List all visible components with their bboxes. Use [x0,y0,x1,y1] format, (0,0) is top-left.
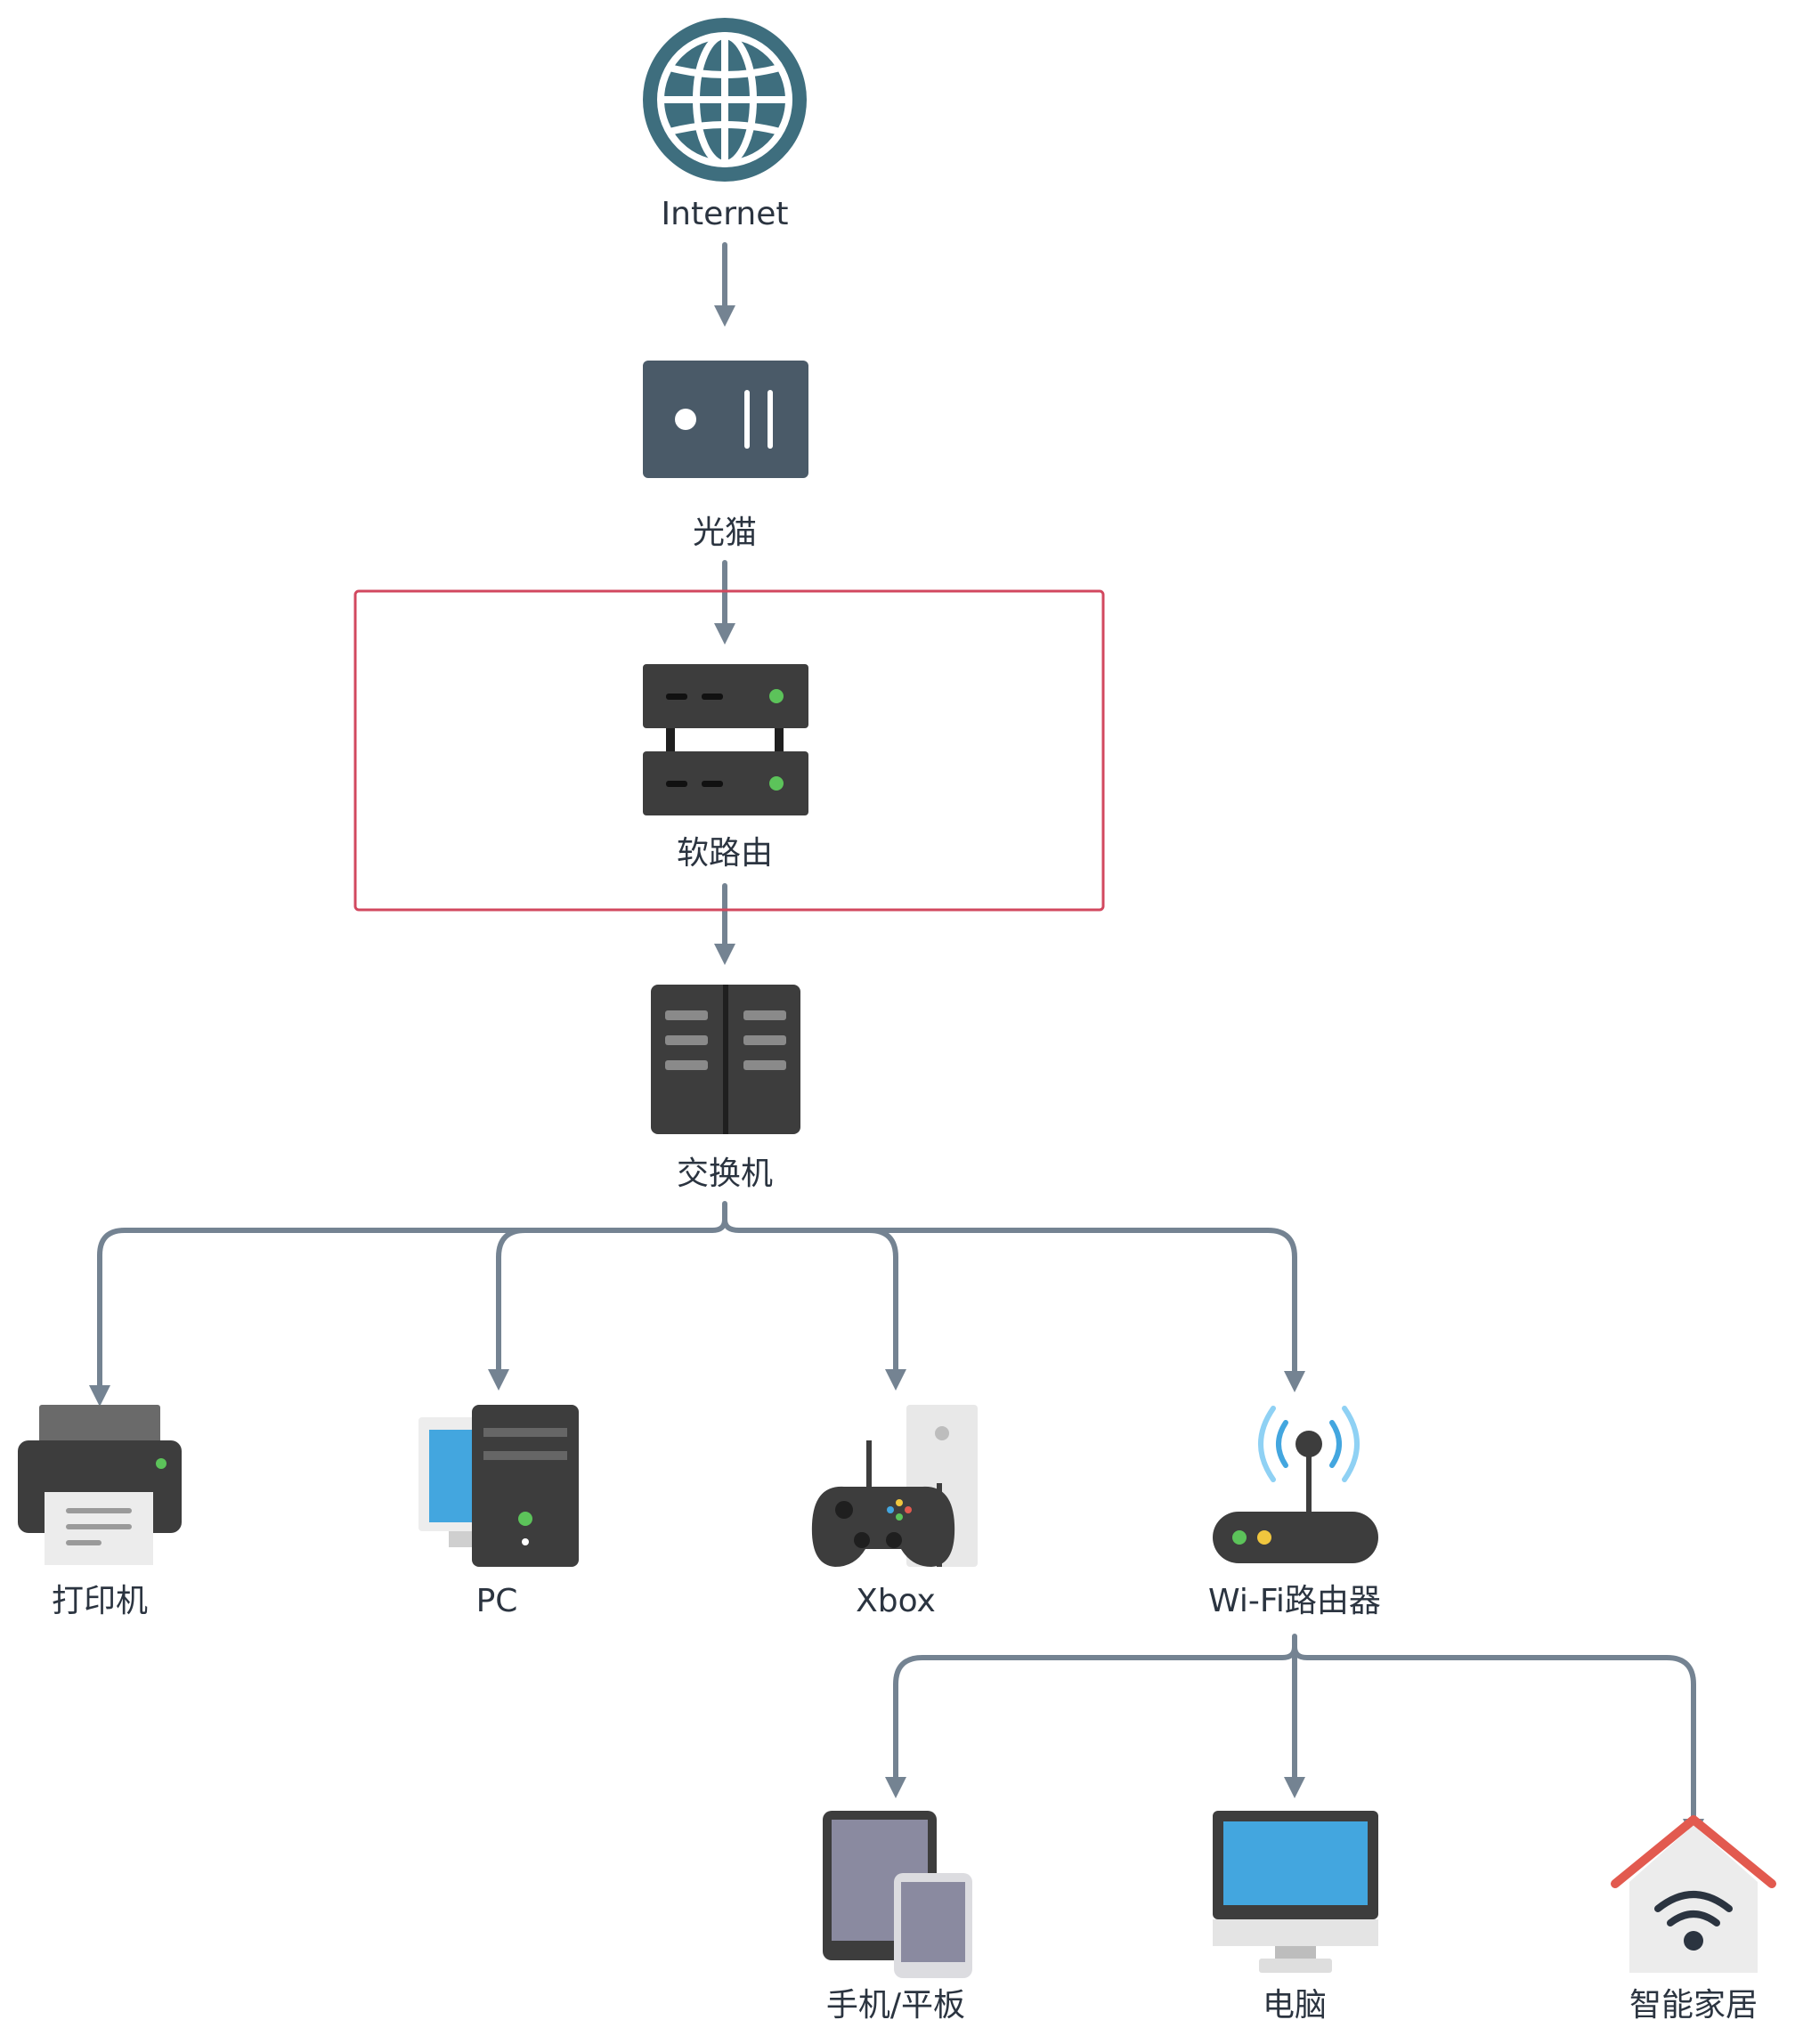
globe-icon [643,18,807,182]
edge-wifi-smarthome [1292,1644,1704,1840]
node-pc: PC [418,1405,579,1619]
soft-router-label: 软路由 [677,835,773,872]
switch-label: 交换机 [677,1156,773,1192]
pc-icon [418,1405,579,1567]
computer-label: 电脑 [1263,1987,1327,2024]
soft-router-icon [643,664,808,815]
soft-router-highlight-frame [353,589,1105,912]
xbox-label: Xbox [856,1583,936,1619]
edge-switch-wifi [866,1228,1305,1392]
edge-switch-pc [488,1228,528,1391]
wifi-router-icon [1213,1406,1378,1563]
pc-label: PC [476,1583,518,1619]
computer-icon [1213,1811,1378,1973]
node-soft-router: 软路由 [643,664,808,872]
node-smart-home: 智能家居 [1611,1815,1776,2024]
printer-icon [18,1405,182,1565]
switch-icon [651,985,800,1134]
node-switch: 交换机 [651,985,800,1192]
node-internet: Internet [643,18,807,232]
bus-wifi [885,1634,1297,1798]
node-xbox: Xbox [811,1405,978,1619]
connectors [89,242,1704,1840]
smart-home-icon [1611,1815,1776,1973]
xbox-icon [811,1405,978,1567]
smart-home-label: 智能家居 [1629,1987,1758,2024]
node-modem: 光猫 [643,361,808,551]
bus-switch [89,1201,727,1407]
node-phone-tablet: 手机/平板 [823,1811,972,2024]
wifi-router-label: Wi-Fi路由器 [1208,1583,1381,1619]
node-computer: 电脑 [1213,1811,1378,2024]
internet-label: Internet [662,196,789,232]
phone-tablet-icon [823,1811,972,1978]
node-wifi-router: Wi-Fi路由器 [1208,1406,1381,1619]
modem-label: 光猫 [693,515,757,551]
modem-icon [643,361,808,478]
printer-label: 打印机 [52,1583,148,1619]
node-printer: 打印机 [18,1405,182,1619]
edge-switch-xbox [722,1217,906,1391]
phone-tablet-label: 手机/平板 [826,1987,965,2024]
